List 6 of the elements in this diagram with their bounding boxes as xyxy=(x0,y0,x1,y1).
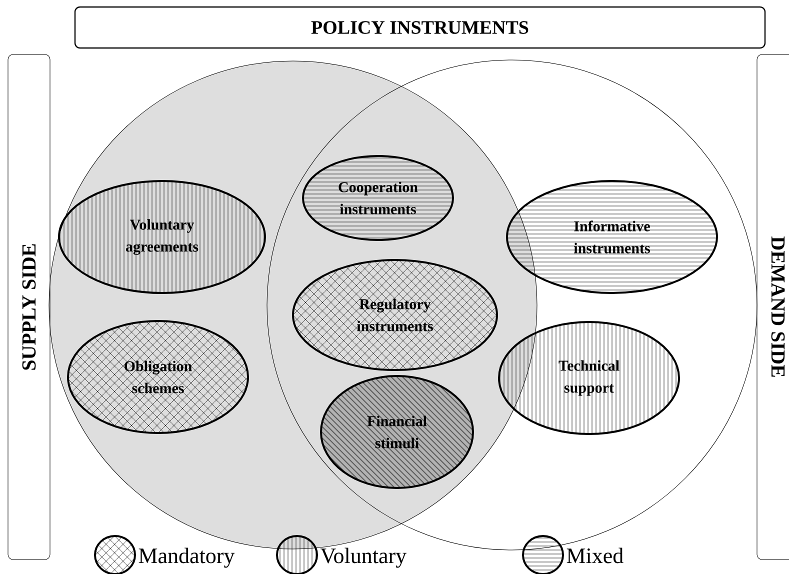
legend-label: Mandatory xyxy=(138,548,235,568)
side-band: SUPPLY SIDE xyxy=(8,54,50,560)
title-box: POLICY INSTRUMENTS xyxy=(74,6,766,49)
side-band: DEMAND SIDE xyxy=(756,54,789,560)
legend-label: Mixed xyxy=(566,548,624,564)
legend-label: Voluntary xyxy=(320,548,407,568)
